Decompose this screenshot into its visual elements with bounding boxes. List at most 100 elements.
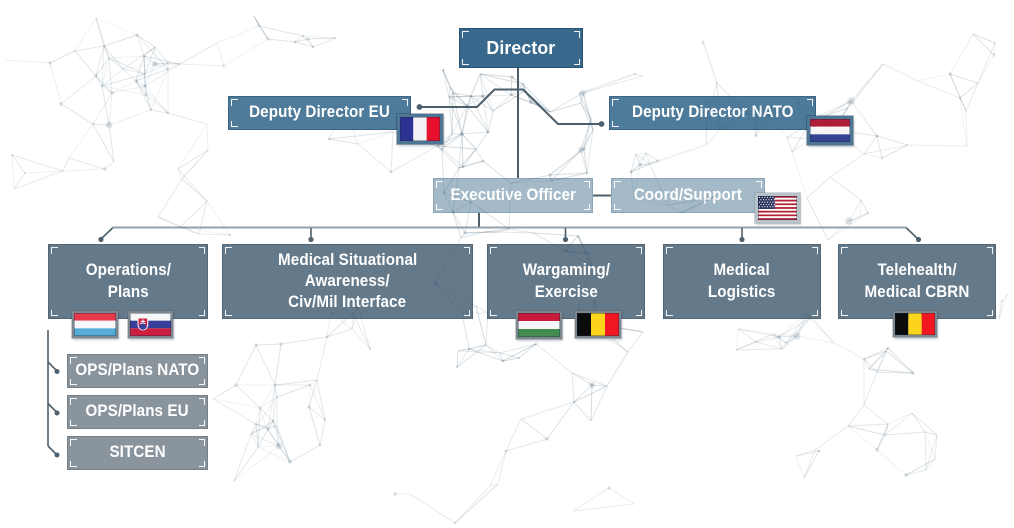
- flag-hungary: [516, 311, 562, 339]
- box-label-line: OPS/Plans EU: [85, 402, 190, 421]
- box-label-line: Exercise: [534, 282, 598, 301]
- ops-plans-eu-box: OPS/Plans EU: [67, 395, 208, 429]
- corner-bracket: [614, 181, 621, 188]
- box-label-line: Medical CBRN: [864, 282, 970, 301]
- box-label-line: Plans: [107, 282, 149, 301]
- sitcen-box: SITCEN: [67, 436, 208, 470]
- director-box: Director: [459, 28, 583, 68]
- box-label-line: Operations/: [85, 261, 171, 279]
- corner-bracket: [986, 309, 993, 316]
- telehealth-medical-cbrn-box: Telehealth/Medical CBRN: [838, 244, 996, 319]
- corner-bracket: [401, 99, 408, 106]
- corner-bracket: [225, 247, 232, 254]
- corner-bracket: [70, 398, 77, 405]
- corner-bracket: [198, 378, 205, 385]
- corner-bracket: [70, 357, 77, 364]
- corner-bracket: [198, 439, 205, 446]
- corner-bracket: [51, 247, 58, 254]
- corner-bracket: [70, 378, 77, 385]
- corner-bracket: [612, 99, 619, 106]
- corner-bracket: [198, 357, 205, 364]
- corner-bracket: [666, 309, 673, 316]
- box-label: SITCEN: [67, 436, 208, 470]
- corner-bracket: [231, 120, 238, 127]
- corner-bracket: [583, 181, 590, 188]
- corner-bracket: [573, 58, 580, 65]
- corner-bracket: [583, 203, 590, 210]
- corner-bracket: [612, 120, 619, 127]
- corner-bracket: [841, 309, 848, 316]
- corner-bracket: [225, 309, 232, 316]
- box-label: Telehealth/Medical CBRN: [838, 244, 996, 319]
- corner-bracket: [811, 309, 818, 316]
- box-label: Coord/Support: [611, 178, 765, 213]
- corner-bracket: [198, 419, 205, 426]
- box-label-line: Executive Officer: [450, 185, 576, 204]
- box-label-line: Coord/Support: [633, 185, 743, 204]
- box-label: Wargaming/Exercise: [487, 244, 645, 319]
- corner-bracket: [70, 419, 77, 426]
- flag-slovakia: [128, 311, 173, 338]
- deputy-director-eu-box: Deputy Director EU: [228, 96, 411, 130]
- corner-bracket: [462, 58, 469, 65]
- ops-plans-nato-box: OPS/Plans NATO: [67, 354, 208, 388]
- box-label: Executive Officer: [433, 178, 593, 213]
- corner-bracket: [198, 247, 205, 254]
- box-label-line: Medical: [713, 261, 771, 279]
- box-label-line: SITCEN: [109, 443, 166, 462]
- wargaming-exercise-box: Wargaming/Exercise: [487, 244, 645, 319]
- box-label: OPS/Plans NATO: [67, 354, 208, 388]
- corner-bracket: [490, 309, 497, 316]
- flag-netherlands: [807, 116, 853, 145]
- corner-bracket: [986, 247, 993, 254]
- corner-bracket: [436, 181, 443, 188]
- corner-bracket: [51, 309, 58, 316]
- box-label-line: Awareness/: [304, 272, 391, 290]
- deputy-director-nato-box: Deputy Director NATO: [609, 96, 816, 130]
- corner-bracket: [841, 247, 848, 254]
- box-label: Deputy Director NATO: [609, 96, 816, 130]
- corner-bracket: [70, 439, 77, 446]
- box-label-line: Medical Situational: [277, 251, 418, 269]
- flag-belgium: [893, 311, 937, 337]
- corner-bracket: [463, 247, 470, 254]
- flag-france: [397, 114, 443, 144]
- corner-bracket: [666, 247, 673, 254]
- operations-plans-box: Operations/Plans: [48, 244, 208, 319]
- box-label-line: Civ/Mil Interface: [288, 293, 407, 311]
- corner-bracket: [462, 31, 469, 38]
- corner-bracket: [70, 460, 77, 467]
- corner-bracket: [198, 460, 205, 467]
- corner-bracket: [755, 181, 762, 188]
- flag-luxembourg: [72, 311, 118, 338]
- corner-bracket: [635, 309, 642, 316]
- box-label-line: Telehealth/: [877, 261, 957, 279]
- corner-bracket: [198, 398, 205, 405]
- box-label-line: Logistics: [708, 282, 776, 301]
- box-label: OPS/Plans EU: [67, 395, 208, 429]
- corner-bracket: [806, 99, 813, 106]
- box-label-line: Director: [486, 37, 556, 59]
- box-label-line: Deputy Director NATO: [631, 103, 794, 122]
- corner-bracket: [573, 31, 580, 38]
- corner-bracket: [463, 309, 470, 316]
- box-label: Director: [459, 28, 583, 68]
- box-label-line: Deputy Director EU: [249, 103, 390, 122]
- connector-deputies-bump: [421, 88, 600, 125]
- coord-support-box: Coord/Support: [611, 178, 765, 213]
- box-label-line: OPS/Plans NATO: [75, 361, 200, 380]
- corner-bracket: [231, 99, 238, 106]
- box-label-line: Wargaming/: [522, 261, 610, 279]
- corner-bracket: [436, 203, 443, 210]
- executive-officer-box: Executive Officer: [433, 178, 593, 213]
- flag-usa: [755, 193, 800, 223]
- corner-bracket: [198, 309, 205, 316]
- corner-bracket: [635, 247, 642, 254]
- corner-bracket: [811, 247, 818, 254]
